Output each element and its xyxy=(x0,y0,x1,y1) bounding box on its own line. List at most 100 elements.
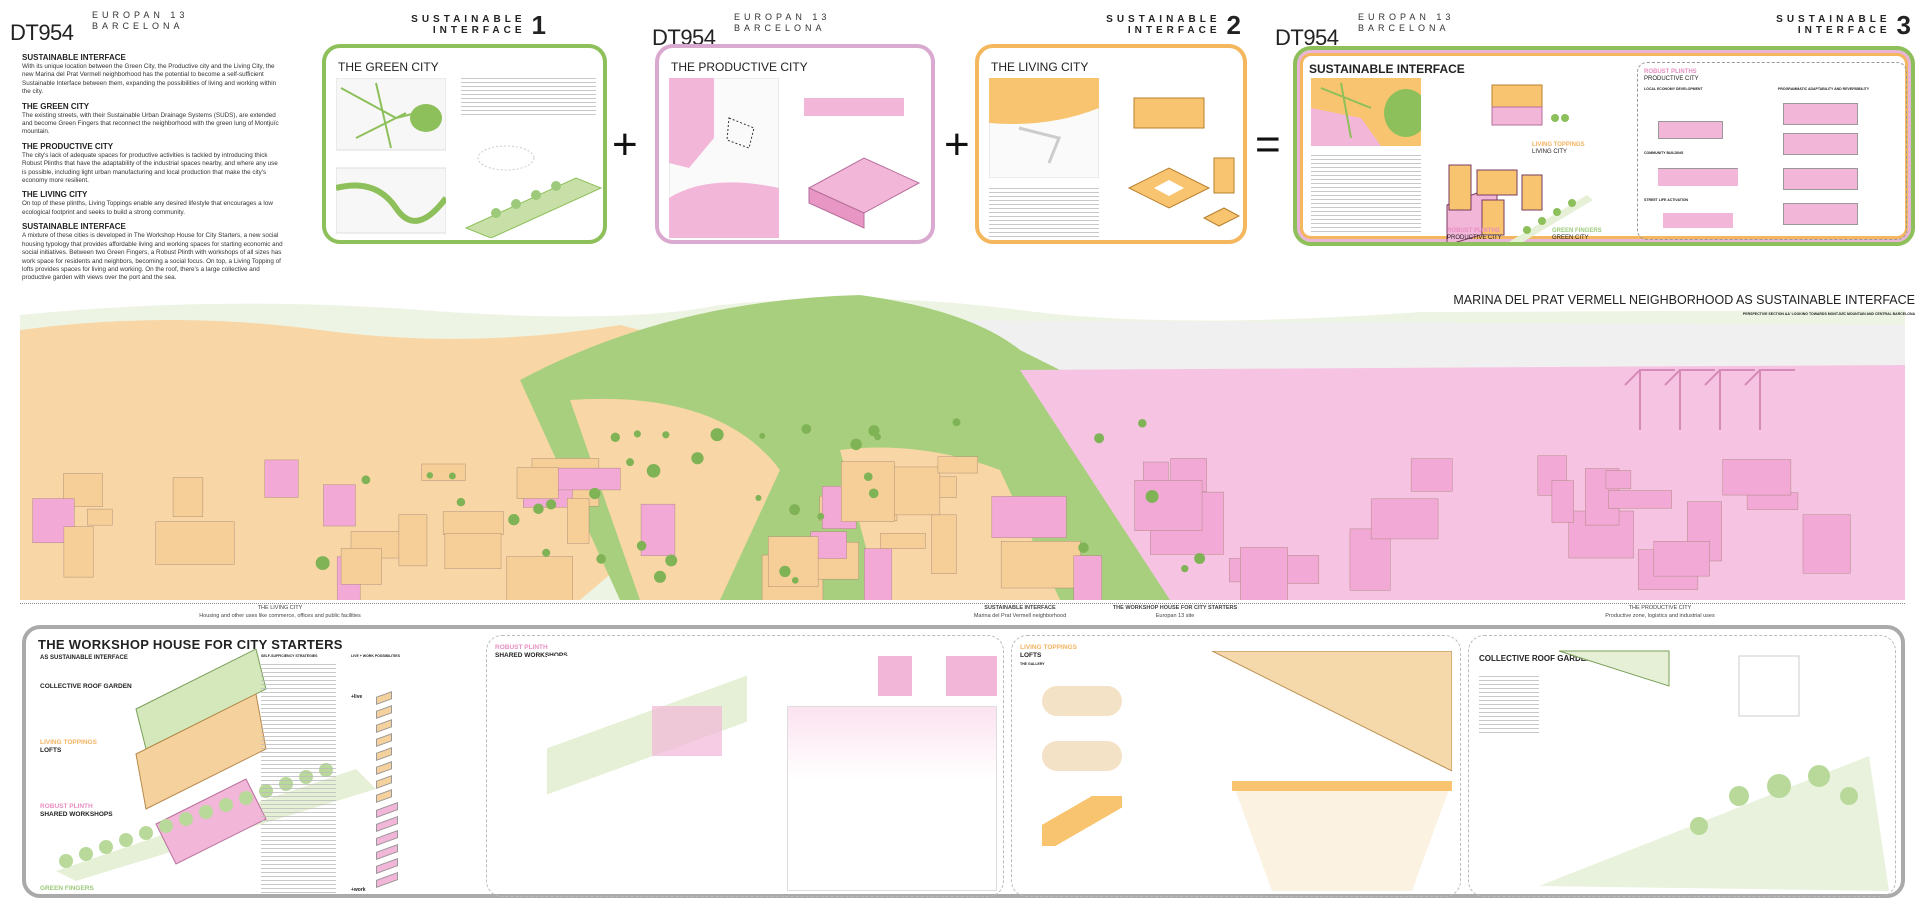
building xyxy=(1802,514,1851,574)
panel-living-city: THE LIVING CITY xyxy=(975,44,1247,244)
tree xyxy=(545,499,557,510)
layer-green-fingers: GREEN FINGERS xyxy=(40,885,94,892)
tree xyxy=(1094,433,1105,444)
building xyxy=(1746,492,1799,510)
tree xyxy=(759,432,766,439)
green-finger-drawing xyxy=(464,145,603,238)
building xyxy=(264,459,299,498)
building xyxy=(155,521,235,565)
panorama-subtitle: PERSPECTIVE SECTION AA' LOOKING TOWARDS … xyxy=(1742,312,1915,316)
panel-title: SUSTAINABLE INTERFACE xyxy=(1309,62,1465,76)
panel-text xyxy=(1311,155,1421,235)
plus-operator: + xyxy=(612,120,638,169)
tree xyxy=(59,854,73,868)
tree xyxy=(817,512,825,520)
tree xyxy=(691,452,704,465)
site-plan xyxy=(547,656,747,891)
building xyxy=(506,556,573,600)
tree xyxy=(315,556,330,571)
unit-type-icon xyxy=(376,829,398,847)
productive-city-map xyxy=(669,78,779,238)
panel-text xyxy=(989,188,1099,238)
building xyxy=(931,514,957,574)
tree xyxy=(589,487,601,500)
unit-type-icon xyxy=(376,871,398,889)
building xyxy=(1605,470,1632,490)
tree xyxy=(508,514,520,526)
plinth-drawings xyxy=(804,98,921,229)
interface-block-axonometric xyxy=(1446,164,1593,242)
tree xyxy=(633,430,641,438)
building xyxy=(1410,458,1453,492)
building xyxy=(87,508,113,526)
loft-drawings xyxy=(1127,97,1241,227)
panel-title: THE LIVING CITY xyxy=(991,60,1089,74)
port-crane xyxy=(1744,369,1795,430)
unit-type-icon xyxy=(376,857,398,875)
section-roof-garden: COLLECTIVE ROOF GARDEN xyxy=(1468,635,1896,897)
equals-operator: = xyxy=(1255,120,1281,169)
tree xyxy=(789,504,801,516)
tree xyxy=(159,819,173,833)
unit-type-icon xyxy=(376,705,392,719)
tree xyxy=(99,840,113,854)
building xyxy=(864,548,893,600)
building xyxy=(1134,480,1203,531)
building xyxy=(880,532,926,549)
layer-roof-garden: COLLECTIVE ROOF GARDEN xyxy=(40,683,132,690)
tree xyxy=(79,847,93,861)
tree xyxy=(850,438,862,451)
panel-title: THE GREEN CITY xyxy=(338,60,439,74)
tree xyxy=(1194,553,1206,564)
unit-type-icon xyxy=(376,789,392,803)
panorama-title: MARINA DEL PRAT VERMELL NEIGHBORHOOD AS … xyxy=(1453,293,1915,307)
tree xyxy=(139,826,153,840)
unit-type-icon xyxy=(376,747,392,761)
roof-garden-drawings xyxy=(1539,650,1889,891)
building xyxy=(516,467,559,499)
project-code: DT954 xyxy=(10,20,74,45)
tree xyxy=(665,554,678,567)
gallery-photo xyxy=(1042,686,1122,716)
building xyxy=(567,498,590,544)
unit-type-icon xyxy=(376,733,392,747)
living-city-map xyxy=(989,78,1099,178)
tree xyxy=(868,425,880,437)
unit-type-icon xyxy=(376,843,398,861)
tree xyxy=(952,418,961,427)
lofts-plan xyxy=(1212,651,1452,891)
tree xyxy=(636,540,647,551)
building xyxy=(1551,480,1574,523)
unit-type-icon xyxy=(376,815,398,833)
panel-green-city: THE GREEN CITY xyxy=(322,44,607,244)
tree xyxy=(179,812,193,826)
building xyxy=(991,496,1067,538)
tree xyxy=(426,472,434,479)
workshop-sections xyxy=(827,656,997,696)
intro-title: SUSTAINABLE INTERFACE xyxy=(22,53,126,62)
tree xyxy=(361,475,371,485)
tree xyxy=(779,565,791,578)
tree xyxy=(239,791,253,805)
workshop-house-panel: THE WORKSHOP HOUSE FOR CITY STARTERS AS … xyxy=(22,625,1905,898)
building xyxy=(398,514,428,567)
tree xyxy=(868,488,879,499)
building xyxy=(841,461,895,522)
panel-productive-city: THE PRODUCTIVE CITY xyxy=(655,44,935,244)
building xyxy=(1608,490,1672,509)
unit-type-icon xyxy=(376,691,392,705)
building xyxy=(937,456,978,474)
tree xyxy=(1145,490,1159,503)
tree xyxy=(710,428,724,442)
intro-text: SUSTAINABLE INTERFACE With its unique lo… xyxy=(22,53,283,282)
workshop-title: THE WORKSHOP HOUSE FOR CITY STARTERS xyxy=(38,637,343,652)
